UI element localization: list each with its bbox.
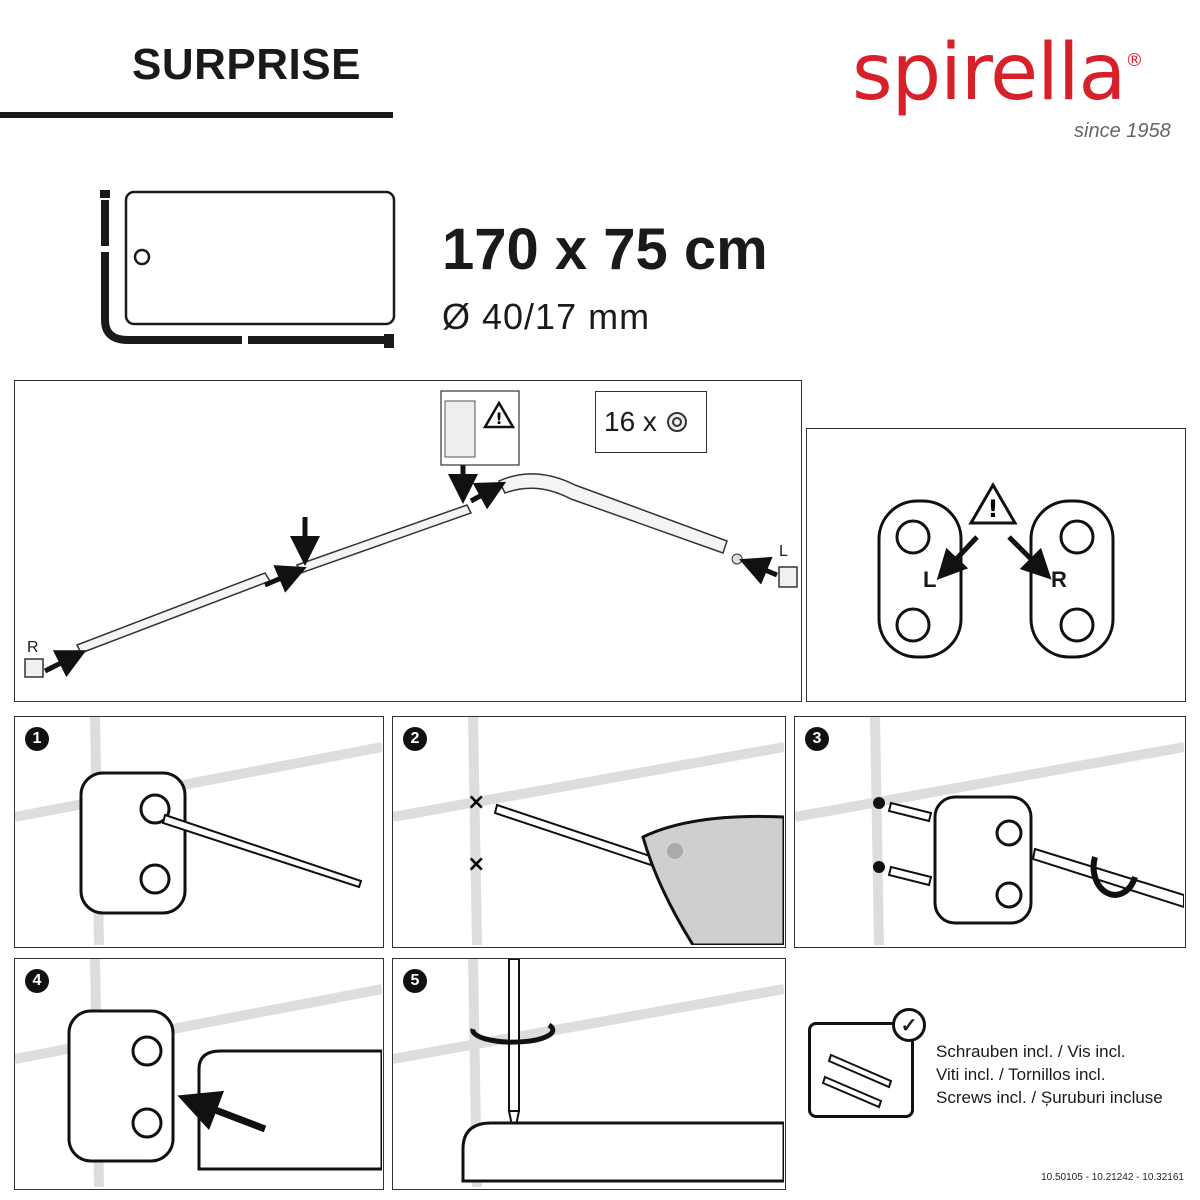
registered-mark: ® — [1125, 50, 1143, 71]
insert-dowels-illustration — [795, 717, 1184, 945]
left-bracket-letter: L — [923, 567, 937, 592]
bathtub-rod-diagram — [100, 190, 396, 348]
brand-tagline: since 1958 — [1074, 120, 1171, 142]
svg-text:×: × — [467, 790, 485, 815]
rod-dimensions: 170 x 75 cm — [442, 217, 768, 282]
step-1-panel: 1 — [14, 716, 384, 948]
brand-logo: spirella® — [852, 28, 1143, 118]
step-number: 2 — [403, 727, 427, 751]
step-5-panel: 5 — [392, 958, 786, 1190]
step-number: 1 — [25, 727, 49, 751]
svg-text:!: ! — [988, 495, 999, 523]
step-number: 5 — [403, 969, 427, 993]
attach-rod-illustration — [15, 959, 382, 1187]
screws-line-2: Viti incl. / Tornillos incl. — [936, 1065, 1106, 1084]
rod-diameter: Ø 40/17 mm — [442, 296, 651, 337]
product-title: SURPRISE — [132, 40, 361, 89]
step-3-panel: 3 — [794, 716, 1186, 948]
title-underline — [0, 112, 393, 118]
step-number: 3 — [805, 727, 829, 751]
right-end-label: R — [27, 639, 39, 656]
bracket-orientation-panel: ! L R — [806, 428, 1186, 702]
screws-line-3: Screws incl. / Șuruburi incluse — [936, 1088, 1163, 1107]
svg-text:!: ! — [495, 409, 502, 428]
parts-count: 16 x — [604, 406, 657, 437]
glider-icon — [666, 412, 687, 432]
bracket-orientation-illustration: ! — [877, 482, 1115, 659]
left-end-label: L — [779, 543, 788, 560]
checkmark-icon: ✓ — [892, 1008, 926, 1042]
step-2-panel: × × 2 — [392, 716, 786, 948]
brand-name: spirella — [852, 28, 1126, 118]
assembly-overview-panel: ! R L 16 x — [14, 380, 802, 702]
right-bracket-letter: R — [1051, 567, 1067, 592]
article-numbers: 10.50105 - 10.21242 - 10.32161 — [1041, 1172, 1184, 1183]
screws-included-text: Schrauben incl. / Vis incl. Viti incl. /… — [936, 1040, 1163, 1109]
svg-text:×: × — [467, 852, 485, 877]
assembly-overview-illustration: ! — [24, 390, 798, 678]
screws-line-1: Schrauben incl. / Vis incl. — [936, 1042, 1126, 1061]
tighten-screw-illustration — [393, 959, 784, 1187]
step-4-panel: 4 — [14, 958, 384, 1190]
screws-included-box — [808, 1022, 914, 1118]
parts-count-box: 16 x — [595, 391, 707, 453]
mark-holes-illustration — [15, 717, 382, 945]
step-number: 4 — [25, 969, 49, 993]
drill-holes-illustration: × × — [393, 717, 784, 945]
screws-dowels-icon — [821, 1053, 893, 1109]
